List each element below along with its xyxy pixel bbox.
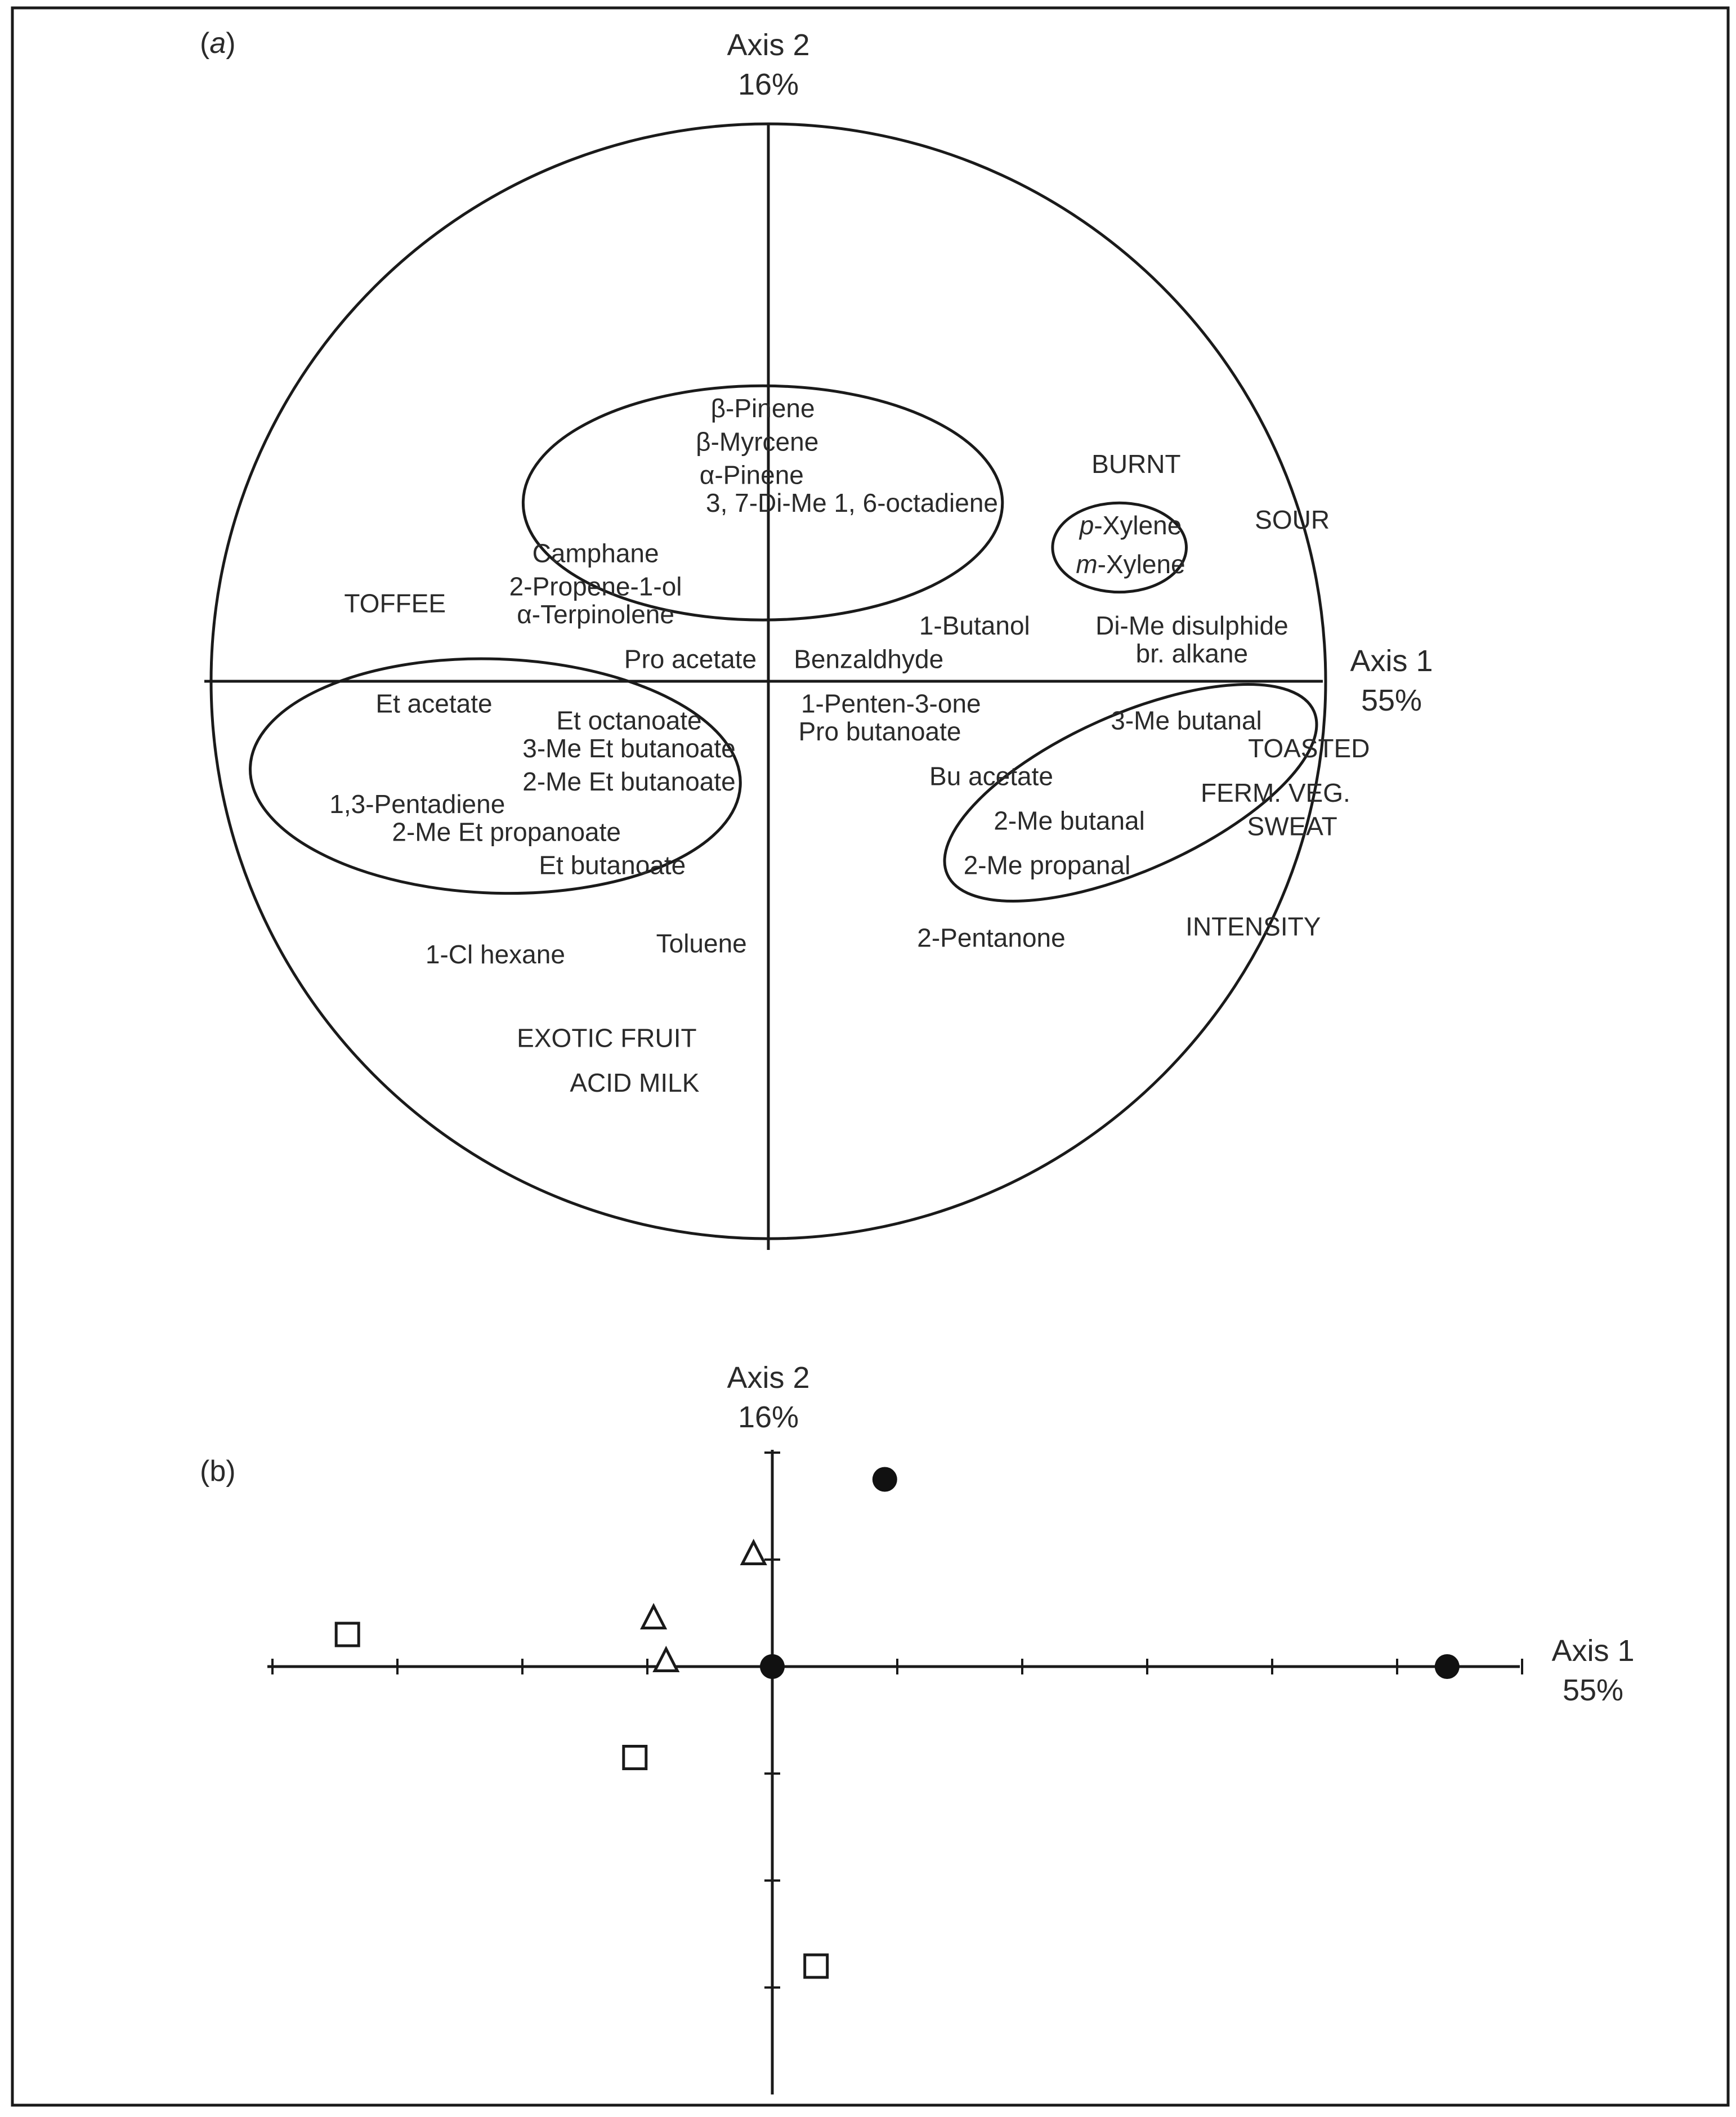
figure-frame (11, 6, 1730, 2107)
variable-label-intensity: INTENSITY (1185, 912, 1321, 941)
variable-label-1-butanol: 1-Butanol (919, 611, 1030, 640)
triangle-point-2 (640, 1603, 668, 1629)
cluster-ellipse-4 (943, 683, 1318, 903)
circle-point-2 (760, 1654, 785, 1679)
variable-label-2-me-et-propanoate: 2-Me Et propanoate (392, 817, 621, 846)
axis-1-percent-b: 55% (1563, 1673, 1623, 1707)
variable-label-toasted: TOASTED (1248, 734, 1370, 763)
variable-label-pro-butanoate: Pro butanoate (798, 717, 961, 746)
variable-label-myrcene: β-Myrcene (696, 427, 818, 456)
square-point-1 (334, 1622, 360, 1647)
variable-label-2-me-propanal: 2-Me propanal (964, 851, 1131, 880)
cluster-ellipses (249, 384, 1318, 903)
axis-2-label: Axis 2 (727, 28, 809, 62)
variable-label-sweat: SWEAT (1247, 811, 1337, 841)
variable-label-camphane: Camphane (533, 538, 659, 568)
axis-2-percent-b: 16% (738, 1400, 799, 1434)
variable-label-exotic-fruit: EXOTIC FRUIT (517, 1024, 696, 1053)
variable-label-2-propene-1-ol: 2-Propene-1-ol (509, 572, 682, 601)
variable-label-2-pentanone: 2-Pentanone (917, 923, 1065, 952)
square-point-2 (622, 1745, 648, 1770)
variable-label-et-acetate: Et acetate (375, 689, 492, 718)
variable-label-acid-milk: ACID MILK (570, 1068, 699, 1097)
variable-label-3-me-butanal: 3-Me butanal (1111, 705, 1262, 735)
variable-label-bu-acetate: Bu acetate (929, 761, 1053, 790)
variable-label-1-penten-3-one: 1-Penten-3-one (801, 689, 981, 718)
variable-label-3-me-et-butanoate: 3-Me Et butanoate (522, 734, 735, 763)
variable-label-ferm-veg: FERM. VEG. (1201, 778, 1350, 807)
axis-ticks (271, 1451, 1523, 1989)
variable-label-p-xylene: p-Xylene (1079, 511, 1182, 540)
axis-1-percent: 55% (1361, 684, 1422, 717)
variable-label-burnt: BURNT (1091, 449, 1180, 479)
variable-label-m-xylene: m-Xylene (1076, 550, 1185, 579)
axis-2-label-b: Axis 2 (727, 1361, 809, 1395)
variable-label-terpinolene: α-Terpinolene (517, 600, 674, 629)
variable-label-benzaldhyde: Benzaldhyde (794, 644, 943, 673)
axis-1-label: Axis 1 (1350, 644, 1433, 678)
cluster-ellipse-1 (521, 384, 1004, 622)
panel-b-tag: (b) (200, 1455, 236, 1488)
axis-2-percent: 16% (738, 68, 799, 101)
variable-label-pinene: α-Pinene (700, 461, 804, 490)
panel-b: (b) Axis 2 16% Axis 1 55% (200, 1361, 1635, 2094)
variable-label-2-me-et-butanoate: 2-Me Et butanoate (522, 767, 735, 796)
variable-label-sour: SOUR (1255, 505, 1330, 534)
variable-label-toluene: Toluene (656, 928, 747, 958)
triangle-point-3 (652, 1646, 680, 1672)
panel-a-tag: (a) (200, 27, 236, 60)
circle-point-1 (872, 1467, 897, 1492)
variable-label-pinene: β-Pinene (711, 394, 815, 423)
variable-label-br-alkane: br. alkane (1136, 639, 1248, 668)
panel-a: (a) Axis 2 16% Axis 1 55% β-Pinene β-Myrc… (200, 27, 1433, 1250)
variable-label-3-7-di-me-1-6-octadiene: 3, 7-Di-Me 1, 6-octadiene (706, 488, 998, 517)
circle-point-3 (1434, 1654, 1460, 1679)
cluster-ellipse-2 (1051, 501, 1188, 594)
cluster-ellipse-3 (249, 657, 742, 895)
variable-label-et-butanoate: Et butanoate (539, 851, 686, 880)
variable-label-et-octanoate: Et octanoate (556, 705, 701, 735)
variable-label-1-3-pentadiene: 1,3-Pentadiene (329, 789, 505, 819)
variable-label-pro-acetate: Pro acetate (624, 644, 757, 673)
variable-label-1-cl-hexane: 1-Cl hexane (426, 940, 565, 969)
axis-1-label-b: Axis 1 (1551, 1634, 1634, 1668)
variable-label-toffee: TOFFEE (344, 588, 446, 618)
variable-label-di-me-disulphide: Di-Me disulphide (1095, 611, 1288, 640)
score-points (334, 1467, 1460, 1979)
variable-label-2-me-butanal: 2-Me butanal (994, 806, 1145, 836)
square-point-3 (803, 1953, 829, 1979)
triangle-point-1 (740, 1539, 767, 1565)
